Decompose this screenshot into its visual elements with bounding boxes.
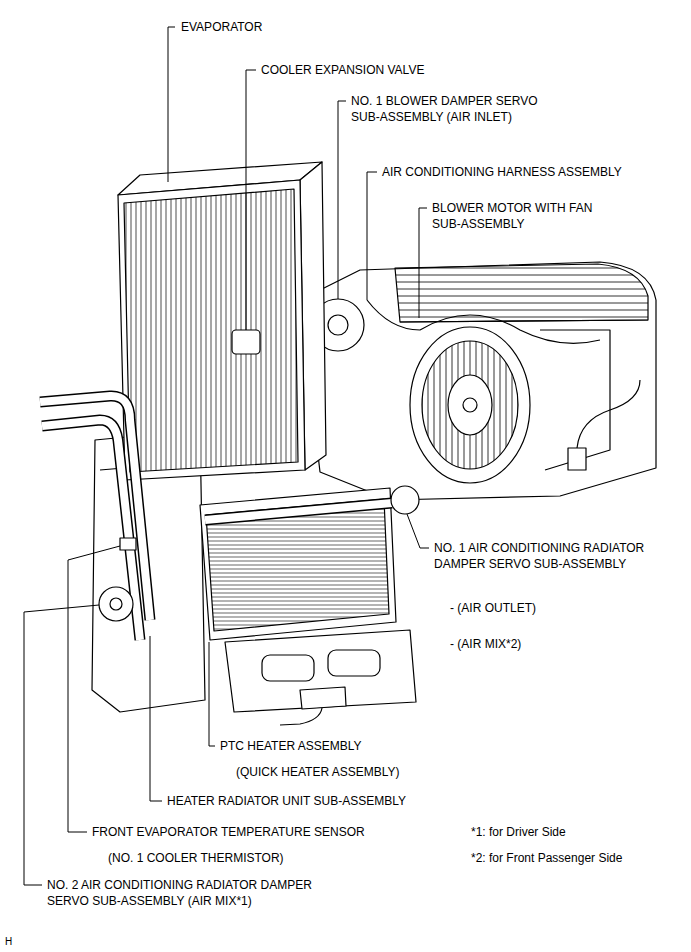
part-label: PTC HEATER ASSEMBLY xyxy=(219,738,363,754)
leader-lines xyxy=(24,27,429,885)
part-label: - (AIR OUTLET) xyxy=(449,600,537,616)
part-label: NO. 1 AIR CONDITIONING RADIATOR DAMPER S… xyxy=(433,540,685,572)
part-label: - (AIR MIX*2) xyxy=(449,636,522,652)
part-label: HEATER RADIATOR UNIT SUB-ASSEMBLY xyxy=(166,793,407,809)
part-label: (QUICK HEATER ASSEMBLY) xyxy=(235,764,401,780)
part-label: *2: for Front Passenger Side xyxy=(470,850,623,866)
part-label: EVAPORATOR xyxy=(180,19,263,35)
part-label: COOLER EXPANSION VALVE xyxy=(260,62,425,78)
part-label: AIR CONDITIONING HARNESS ASSEMBLY xyxy=(381,164,623,180)
part-label: *1: for Driver Side xyxy=(470,824,567,840)
part-label: (NO. 1 COOLER THERMISTOR) xyxy=(107,850,285,866)
part-label: NO. 2 AIR CONDITIONING RADIATOR DAMPER S… xyxy=(46,877,343,909)
part-label: FRONT EVAPORATOR TEMPERATURE SENSOR xyxy=(91,824,366,840)
part-label: NO. 1 BLOWER DAMPER SERVO SUB-ASSEMBLY (… xyxy=(350,93,552,125)
part-label: BLOWER MOTOR WITH FAN SUB-ASSEMBLY xyxy=(431,200,618,232)
figure-code: H xyxy=(4,934,13,950)
